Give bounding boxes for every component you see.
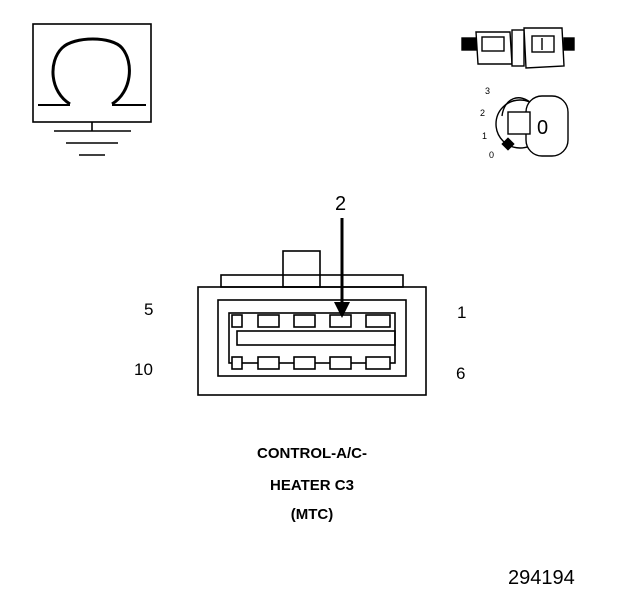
figure-number: 294194 [508, 567, 575, 589]
cavity-pin-1 [365, 314, 391, 328]
cavity-pin-4 [257, 314, 280, 328]
ignition-key-icon [495, 95, 569, 157]
pin-label-bottom-left: 10 [134, 360, 153, 379]
key-position-1: 1 [482, 131, 488, 141]
connector-plug-icon [461, 27, 575, 69]
cavity-pin-5 [231, 314, 243, 328]
pin-label-top-left: 5 [144, 300, 154, 319]
pin-cavities-top [231, 314, 391, 328]
cavity-pin-7 [329, 356, 352, 370]
cavity-pin-9 [257, 356, 280, 370]
ground-ohm-icon [32, 23, 152, 156]
caption-line-3: (MTC) [290, 506, 334, 523]
key-label: 0 [537, 117, 549, 139]
cavity-pin-3 [293, 314, 316, 328]
pin-arrow [334, 218, 350, 318]
arrow-pin-number: 2 [335, 193, 347, 215]
cavity-pin-2 [329, 314, 352, 328]
pin-label-bottom-right: 6 [456, 364, 466, 383]
cavity-pin-8 [293, 356, 316, 370]
key-position-3: 3 [485, 86, 491, 96]
key-position-2: 2 [480, 108, 486, 118]
caption-line-2: HEATER C3 [270, 477, 354, 494]
key-position-0: 0 [489, 150, 495, 160]
caption-line-1: CONTROL-A/C- [257, 445, 367, 462]
pin-cavities-bottom [231, 356, 391, 370]
pin-label-top-right: 1 [457, 303, 467, 322]
cavity-pin-10 [231, 356, 243, 370]
cavity-pin-6 [365, 356, 391, 370]
